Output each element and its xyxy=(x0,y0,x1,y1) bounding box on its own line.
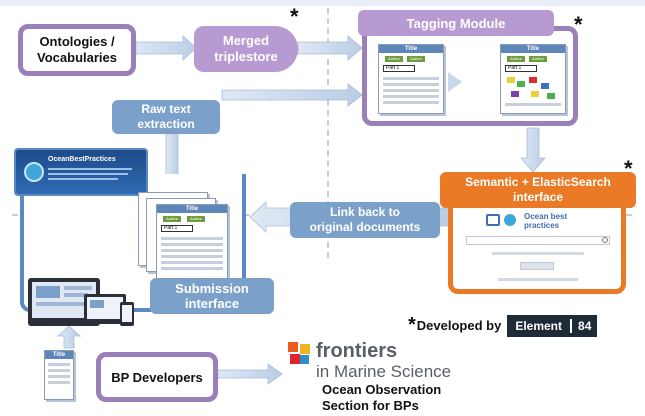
search-icon[interactable] xyxy=(602,237,608,243)
bp-developers-label: BP Developers xyxy=(111,369,203,385)
tagging-asterisk: * xyxy=(574,12,583,37)
unesco-logo-icon xyxy=(486,214,500,226)
laptop-icon xyxy=(84,294,126,324)
arrow-tagging-to-semantic xyxy=(520,127,546,173)
tagging-doc-right: Title Author Author Part 1 xyxy=(500,44,566,114)
frontiers-subtitle: in Marine Science xyxy=(316,362,452,381)
oceanbestpractices-screenshot: OceanBestPractices xyxy=(14,148,148,196)
obp-logo-icon xyxy=(24,162,44,182)
element-number: 84 xyxy=(570,318,597,333)
arrow-merged-to-tagging xyxy=(297,35,363,61)
frontiers-mark-icon xyxy=(288,342,312,366)
ocean-observation-section: Ocean Observation Section for BPs xyxy=(322,382,442,413)
top-strip xyxy=(0,0,645,6)
semantic-search-title: Semantic + ElasticSearch interface xyxy=(440,172,636,208)
arrow-ontologies-to-merged xyxy=(135,35,197,61)
search-ui-mockup: Ocean best practices xyxy=(458,212,618,288)
submission-label: Submission interface xyxy=(175,281,249,311)
tagging-label: Tagging Module xyxy=(406,15,506,31)
obp-logo-text: OceanBestPractices xyxy=(48,156,116,163)
developed-by-note: * Developed by Element 84 xyxy=(408,314,598,337)
merged-triplestore-node: Merged triplestore xyxy=(194,26,298,72)
tagging-doc-left: Title Author Author Part 1 xyxy=(378,44,444,114)
submission-interface-node: Submission interface xyxy=(150,278,274,314)
frontiers-text: frontiers xyxy=(316,340,398,362)
semantic-label: Semantic + ElasticSearch interface xyxy=(465,175,611,204)
developed-by-label: Developed by xyxy=(416,318,502,333)
arrow-developers-to-frontiers xyxy=(217,363,283,385)
tagging-inner-arrow xyxy=(448,72,462,92)
developed-asterisk: * xyxy=(408,314,416,336)
arrow-developers-to-devices xyxy=(56,325,82,349)
ioc-logo-icon xyxy=(504,214,516,226)
raw-text-label: Raw text extraction xyxy=(137,102,195,131)
frontiers-logo: frontiers in Marine Science xyxy=(286,340,476,386)
vertical-divider xyxy=(327,8,329,258)
developer-doc: Title xyxy=(44,350,74,400)
ontologies-label: Ontologies / Vocabularies xyxy=(37,34,117,65)
search-input[interactable] xyxy=(466,236,610,245)
merged-label: Merged triplestore xyxy=(214,33,278,64)
link-back-label: Link back to original documents xyxy=(309,205,421,234)
element-text: Element xyxy=(515,318,563,333)
devices-illustration xyxy=(28,274,134,336)
tablet-icon xyxy=(120,302,134,326)
semantic-asterisk: * xyxy=(624,156,633,181)
link-back-node: Link back to original documents xyxy=(290,202,440,238)
stacked-doc-front: Title Author Author Part 1 xyxy=(156,204,228,280)
arrow-rawtext-to-tagging xyxy=(221,83,363,107)
element84-logo: Element 84 xyxy=(507,314,598,337)
search-button[interactable] xyxy=(520,262,554,270)
merged-asterisk: * xyxy=(290,4,299,29)
ontologies-vocabularies-box: Ontologies / Vocabularies xyxy=(18,24,136,76)
raw-text-extraction-node: Raw text extraction xyxy=(112,100,220,134)
obp-web-logo: Ocean best practices xyxy=(524,212,568,230)
tagging-module-title: Tagging Module xyxy=(358,10,554,36)
bp-developers-box: BP Developers xyxy=(96,352,218,402)
